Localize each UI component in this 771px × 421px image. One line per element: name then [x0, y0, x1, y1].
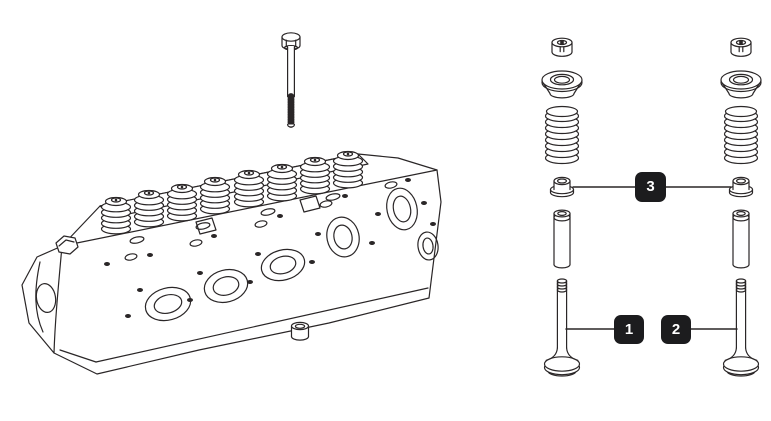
valve-stack-left [542, 38, 582, 376]
callout-1[interactable]: 1 [614, 315, 644, 344]
callout-connector-lines [565, 186, 738, 330]
callout-2[interactable]: 2 [661, 315, 691, 344]
cylinder-head-icon [21, 150, 442, 375]
cup-plug-icon [290, 321, 310, 341]
valve-stack-right [721, 38, 761, 376]
bolt-hole-dots [104, 178, 436, 318]
cylinder-head-bolt-icon [281, 32, 301, 128]
callout-3[interactable]: 3 [635, 172, 666, 202]
